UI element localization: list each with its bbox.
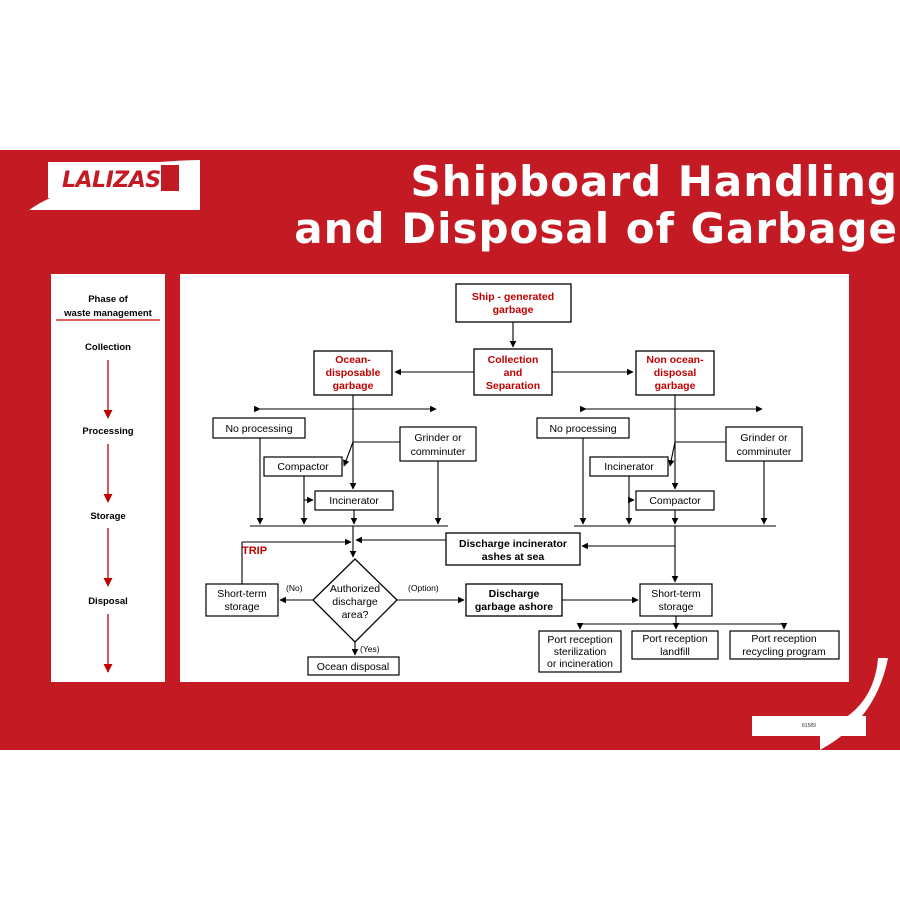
svg-text:or incineration: or incineration [547, 658, 613, 670]
flow-diagram: Ship - generated garbage Collection and … [180, 274, 849, 682]
title-line-2: and Disposal of Garbage [294, 204, 898, 253]
product-code: 81589 [752, 716, 866, 736]
svg-text:Incinerator: Incinerator [604, 461, 654, 473]
svg-text:Incinerator: Incinerator [329, 495, 379, 507]
poster: LALIZAS Shipboard Handling and Disposal … [0, 150, 900, 750]
node-non-ocean-disposal: Non ocean- disposal garbage [635, 350, 715, 396]
phase-processing: Processing [82, 426, 133, 437]
node-incinerator-left: Incinerator [314, 490, 394, 511]
svg-text:sterilization: sterilization [554, 646, 607, 658]
node-collection-separation: Collection and Separation [473, 348, 553, 396]
svg-text:Port reception: Port reception [642, 633, 708, 645]
node-short-term-left: Short-term storage [205, 583, 279, 617]
brand-logo: LALIZAS [62, 168, 161, 193]
node-ocean-disposal: Ocean disposal [307, 656, 400, 676]
node-compactor-right: Compactor [635, 490, 715, 511]
node-port-sterilization: Port reception sterilization or incinera… [538, 630, 622, 673]
svg-text:ashes at sea: ashes at sea [482, 551, 545, 563]
svg-text:storage: storage [224, 601, 259, 613]
product-code-text: 81589 [802, 723, 816, 729]
svg-text:Separation: Separation [486, 380, 540, 392]
svg-text:and: and [504, 367, 523, 379]
sailboat-icon [160, 164, 180, 192]
phase-panel: Phase of waste management Collection Pro… [51, 274, 165, 682]
connectors [241, 322, 788, 656]
svg-text:Short-term: Short-term [217, 588, 267, 600]
page-title: Shipboard Handling and Disposal of Garba… [58, 158, 898, 252]
option-label: (Option) [408, 583, 439, 593]
phase-collection: Collection [85, 342, 131, 353]
svg-text:Ocean-: Ocean- [335, 354, 371, 366]
svg-text:landfill: landfill [660, 646, 690, 658]
svg-text:Grinder or: Grinder or [740, 432, 788, 444]
svg-text:area?: area? [342, 609, 369, 621]
no-label: (No) [286, 583, 303, 593]
svg-text:storage: storage [658, 601, 693, 613]
svg-text:comminuter: comminuter [737, 446, 792, 458]
svg-text:Ocean disposal: Ocean disposal [317, 661, 389, 673]
node-incinerator-right: Incinerator [589, 456, 669, 477]
phase-storage: Storage [90, 511, 125, 522]
svg-text:comminuter: comminuter [411, 446, 466, 458]
phase-disposal: Disposal [88, 596, 128, 607]
node-compactor-left: Compactor [263, 456, 343, 477]
yes-label: (Yes) [360, 644, 380, 654]
node-ocean-disposable: Ocean- disposable garbage [313, 350, 393, 396]
node-discharge-ashore: Discharge garbage ashore [465, 583, 563, 617]
node-grinder-right: Grinder or comminuter [725, 426, 803, 462]
svg-text:No processing: No processing [549, 423, 616, 435]
svg-text:garbage: garbage [493, 304, 534, 316]
node-authorized-area: Authorized discharge area? [312, 558, 398, 643]
svg-text:Discharge: Discharge [489, 588, 540, 600]
svg-text:No processing: No processing [225, 423, 292, 435]
svg-text:Discharge incinerator: Discharge incinerator [459, 538, 567, 550]
svg-text:Short-term: Short-term [651, 588, 701, 600]
node-no-processing-right: No processing [536, 417, 630, 439]
node-grinder-left: Grinder or comminuter [399, 426, 477, 462]
node-port-recycling: Port reception recycling program [729, 630, 840, 660]
node-port-landfill: Port reception landfill [631, 630, 719, 660]
node-ship-generated: Ship - generated garbage [455, 283, 572, 323]
svg-text:garbage: garbage [655, 380, 696, 392]
svg-text:Ship - generated: Ship - generated [472, 291, 554, 303]
svg-text:Collection: Collection [488, 354, 539, 366]
node-discharge-ashes: Discharge incinerator ashes at sea [445, 532, 581, 566]
svg-text:Compactor: Compactor [649, 495, 701, 507]
phase-header-1: Phase of [88, 294, 128, 305]
node-no-processing-left: No processing [212, 417, 306, 439]
phase-header-2: waste management [63, 308, 152, 319]
svg-text:garbage ashore: garbage ashore [475, 601, 553, 613]
svg-text:Authorized: Authorized [330, 583, 380, 595]
svg-text:disposal: disposal [654, 367, 697, 379]
corner-swoosh [820, 658, 900, 750]
trip-label: TRIP [242, 545, 267, 557]
svg-text:garbage: garbage [333, 380, 374, 392]
svg-text:Non ocean-: Non ocean- [646, 354, 704, 366]
svg-text:disposable: disposable [326, 367, 381, 379]
svg-text:Port reception: Port reception [547, 634, 613, 646]
svg-text:Compactor: Compactor [277, 461, 329, 473]
svg-text:Grinder or: Grinder or [414, 432, 462, 444]
svg-text:recycling program: recycling program [742, 646, 826, 658]
title-line-1: Shipboard Handling [410, 157, 898, 206]
svg-text:discharge: discharge [332, 596, 378, 608]
node-short-term-right: Short-term storage [639, 583, 713, 617]
svg-text:Port reception: Port reception [751, 633, 817, 645]
